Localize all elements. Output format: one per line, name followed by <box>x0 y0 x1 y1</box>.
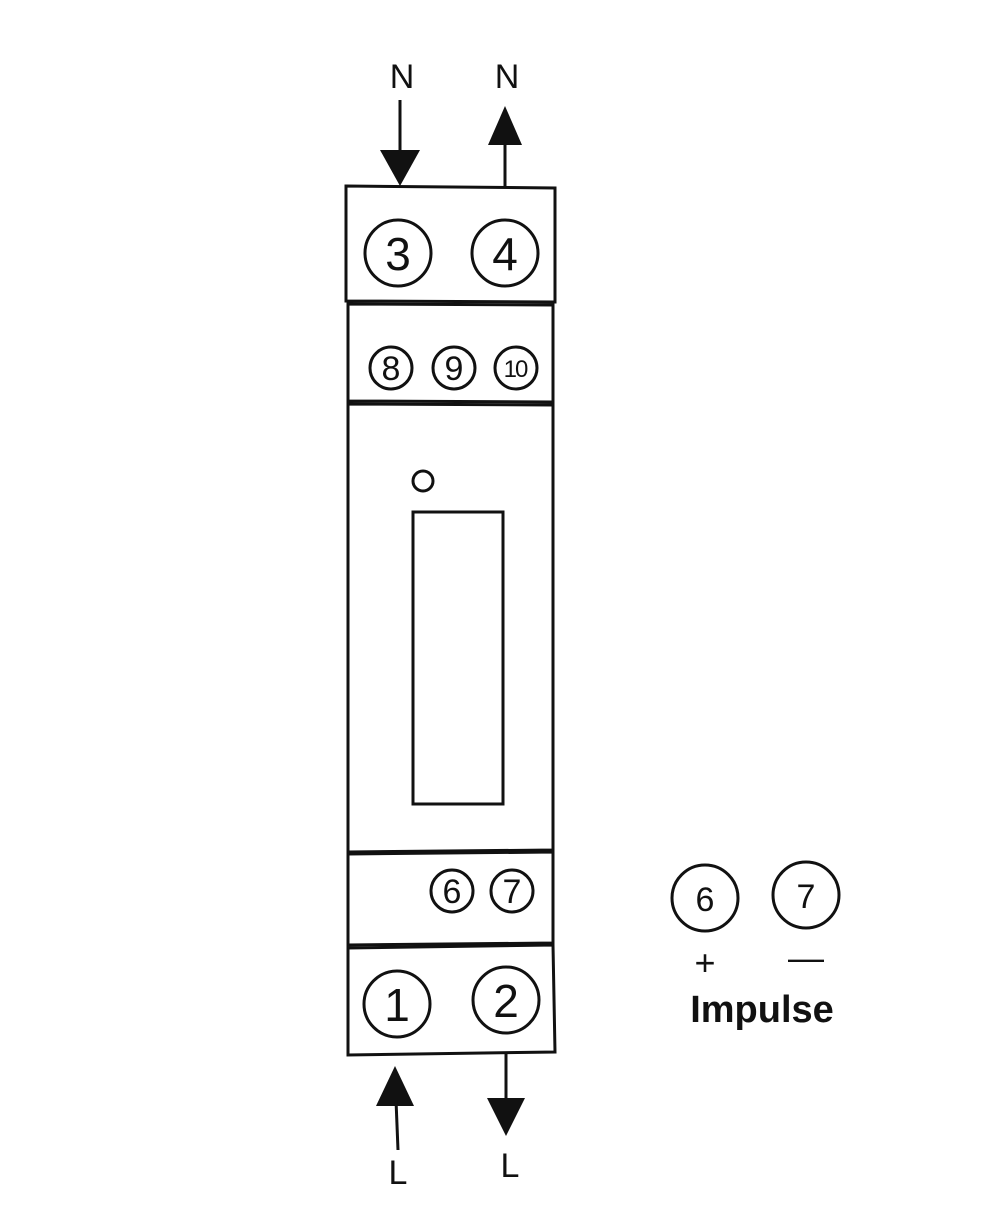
arrow-up-icon <box>488 106 522 145</box>
arrow-up-icon <box>376 1066 414 1106</box>
impulse-plus-sign: + <box>694 942 715 983</box>
terminal-1: 1 <box>362 969 432 1039</box>
line-out-label: L <box>501 1147 520 1185</box>
indicator-led <box>411 469 435 493</box>
neutral-in-wire: N <box>380 58 420 186</box>
arrow-down-icon <box>487 1098 525 1136</box>
impulse-terminal-block <box>346 850 555 947</box>
terminal-2: 2 <box>471 965 541 1035</box>
terminal-4-label: 4 <box>492 228 518 280</box>
terminal-9: 9 <box>431 345 477 391</box>
terminal-10: 10 <box>493 345 539 391</box>
impulse-label: Impulse <box>690 989 834 1031</box>
aux-terminal-block <box>346 302 555 404</box>
front-panel <box>346 402 555 854</box>
terminal-7-label: 7 <box>503 873 522 911</box>
line-in-label: L <box>389 1154 408 1192</box>
terminal-6: 6 <box>429 868 475 914</box>
terminal-10-label: 10 <box>504 356 528 383</box>
impulse-minus-terminal-label: 7 <box>797 878 816 916</box>
top-terminal-block <box>344 184 557 304</box>
terminal-6-label: 6 <box>443 873 462 911</box>
terminal-9-label: 9 <box>445 350 464 388</box>
terminal-4: 4 <box>470 218 540 288</box>
neutral-in-label: N <box>390 58 415 96</box>
terminal-2-label: 2 <box>493 975 519 1027</box>
terminal-1-label: 1 <box>384 979 410 1031</box>
impulse-plus-terminal-label: 6 <box>696 881 715 919</box>
neutral-out-label: N <box>495 58 520 96</box>
line-in-wire: L <box>376 1066 414 1192</box>
terminal-8: 8 <box>368 345 414 391</box>
bottom-terminal-block <box>346 943 557 1057</box>
line-out-wire: L <box>487 1052 525 1185</box>
impulse-minus-sign: — <box>788 937 824 978</box>
arrow-down-icon <box>380 150 420 186</box>
display-window <box>411 510 505 806</box>
terminal-3-label: 3 <box>385 228 411 280</box>
terminal-3: 3 <box>363 218 433 288</box>
meter-body <box>344 184 557 1057</box>
terminal-8-label: 8 <box>382 350 401 388</box>
terminal-7: 7 <box>489 868 535 914</box>
impulse-legend: 6 7 + — Impulse <box>670 860 841 1031</box>
neutral-out-wire: N <box>488 58 522 188</box>
